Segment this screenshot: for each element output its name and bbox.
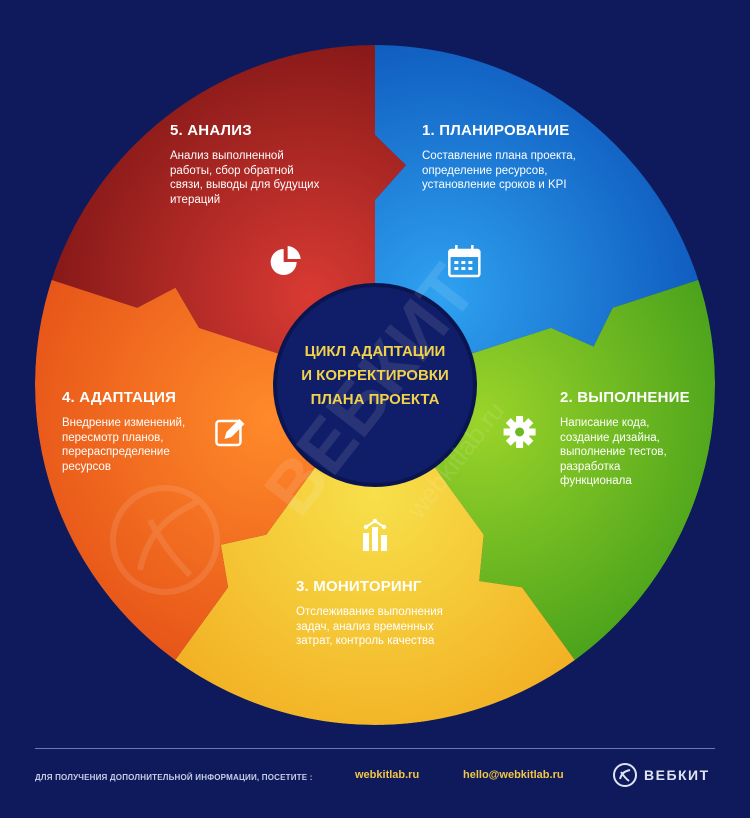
segment-planning-shape xyxy=(375,45,699,356)
segment-analysis: 5. АНАЛИЗ Анализ выполненной работы, сбо… xyxy=(170,122,319,207)
segment-adaptation-shape xyxy=(35,279,320,661)
footer-label: ДЛЯ ПОЛУЧЕНИЯ ДОПОЛНИТЕЛЬНОЙ ИНФОРМАЦИИ,… xyxy=(35,773,313,782)
brand-name: ВЕБКИТ xyxy=(644,767,710,783)
footer-divider xyxy=(35,748,715,749)
planning-description: Составление плана проекта, определение р… xyxy=(422,150,576,191)
brand-logo-icon xyxy=(613,763,637,787)
gear-icon xyxy=(503,415,536,448)
segment-adaptation: 4. АДАПТАЦИЯ Внедрение изменений, пересм… xyxy=(62,389,185,474)
footer-email-link[interactable]: hello@webkitlab.ru xyxy=(463,769,564,781)
pie-chart-icon xyxy=(270,246,301,276)
execution-title: 2. ВЫПОЛНЕНИЕ xyxy=(560,389,690,406)
footer-brand: ВЕБКИТ xyxy=(612,762,710,788)
monitoring-description: Отслеживание выполнения задач, анализ вр… xyxy=(296,606,443,647)
segment-monitoring-shape xyxy=(175,461,575,725)
center-hub xyxy=(273,283,477,487)
edit-icon xyxy=(215,418,245,447)
segment-monitoring: 3. МОНИТОРИНГ Отслеживание выполнения за… xyxy=(296,578,443,649)
segment-execution: 2. ВЫПОЛНЕНИЕ Написание кода, создание д… xyxy=(560,389,690,489)
footer-website-link[interactable]: webkitlab.ru xyxy=(355,769,420,781)
segment-execution-shape xyxy=(430,279,715,661)
analysis-title: 5. АНАЛИЗ xyxy=(170,122,252,139)
center-title: ЦИКЛ АДАПТАЦИИ И КОРРЕКТИРОВКИ ПЛАНА ПРО… xyxy=(301,343,449,408)
monitoring-chart-icon xyxy=(363,518,387,551)
calendar-icon xyxy=(448,245,481,278)
segment-planning: 1. ПЛАНИРОВАНИЕ Составление плана проект… xyxy=(422,122,576,193)
execution-description: Написание кода, создание дизайна, выполн… xyxy=(560,417,667,487)
monitoring-title: 3. МОНИТОРИНГ xyxy=(296,578,422,595)
segment-analysis-shape xyxy=(51,45,406,356)
adaptation-description: Внедрение изменений, пересмотр планов, п… xyxy=(62,417,186,473)
analysis-description: Анализ выполненной работы, сбор обратной… xyxy=(170,150,320,206)
planning-title: 1. ПЛАНИРОВАНИЕ xyxy=(422,122,570,139)
adaptation-title: 4. АДАПТАЦИЯ xyxy=(62,389,177,406)
